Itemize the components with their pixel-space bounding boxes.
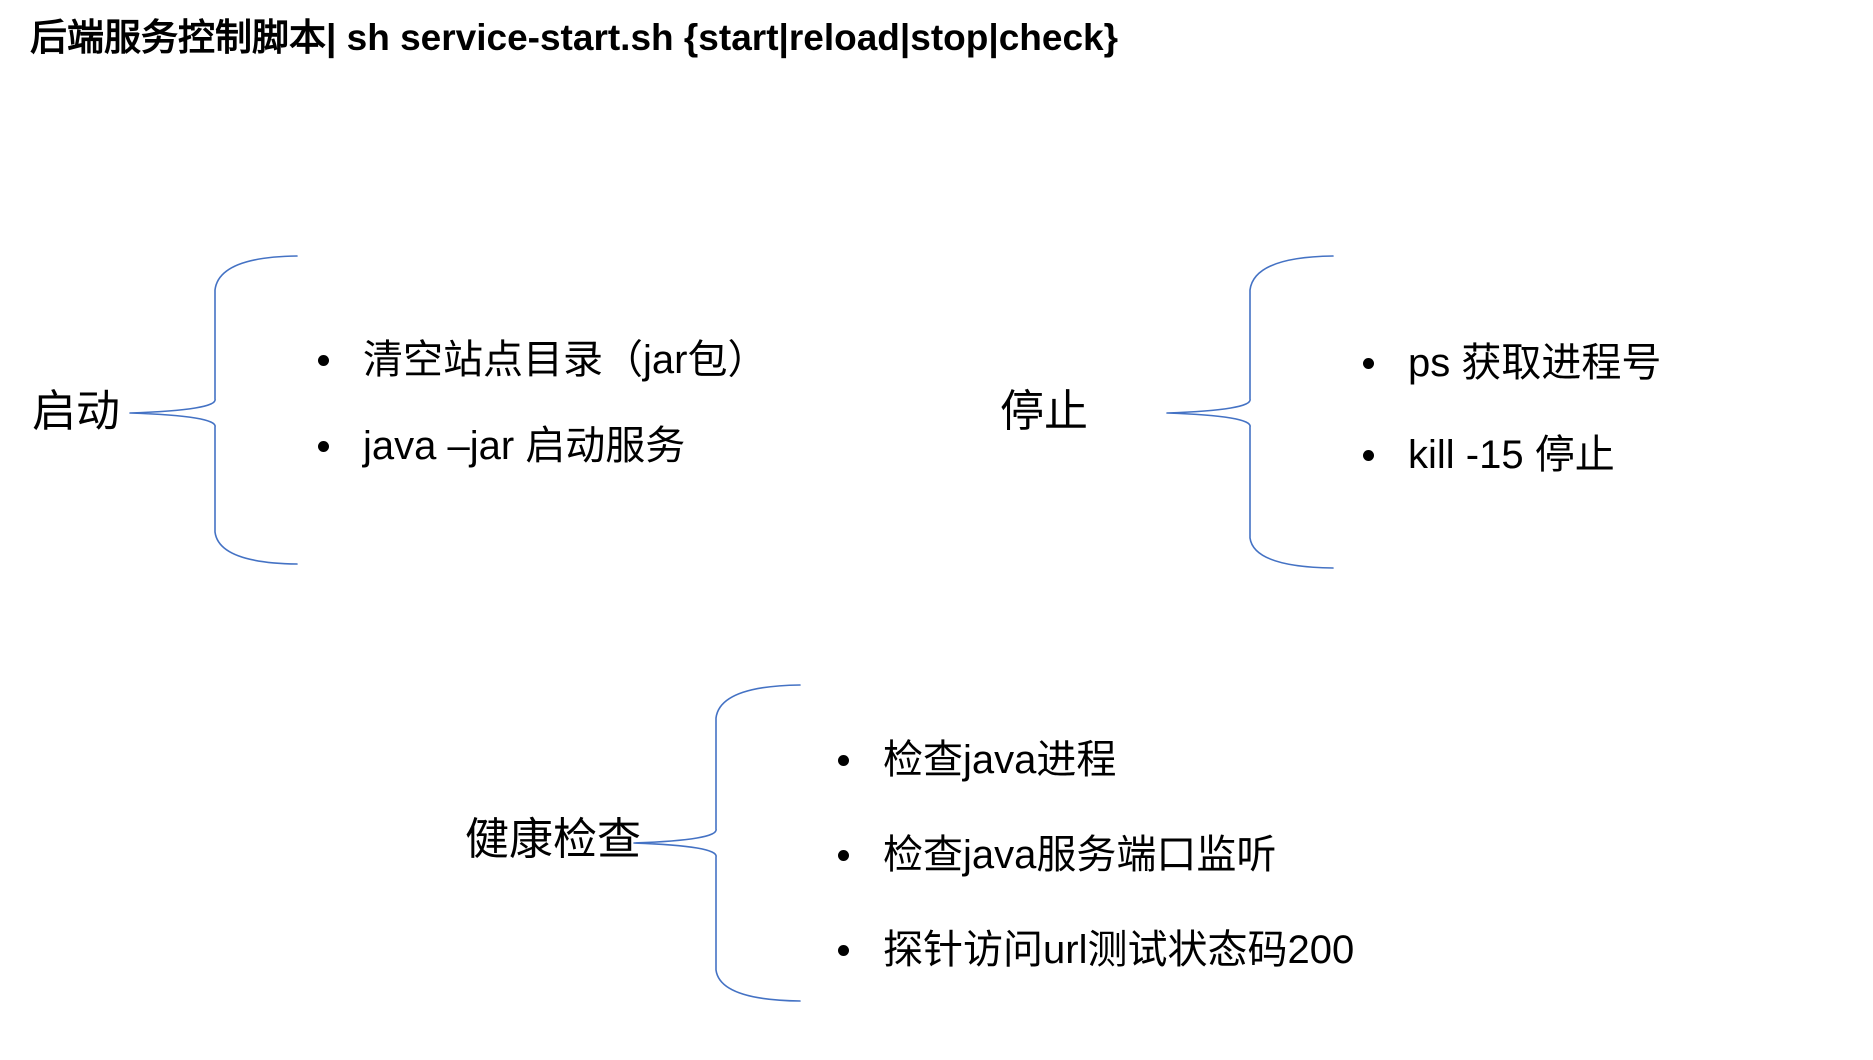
section-start-bullets: 清空站点目录（jar包） java –jar 启动服务 — [318, 335, 767, 471]
section-health-check-label: 健康检查 — [465, 815, 641, 864]
bullet-dot-icon — [1363, 357, 1374, 369]
bullet-item: ps 获取进程号 — [1363, 338, 1661, 388]
bullet-item: 探针访问url测试状态码200 — [838, 925, 1354, 975]
bullet-text: 检查java服务端口监听 — [883, 833, 1277, 877]
bullet-item: 检查java服务端口监听 — [838, 830, 1354, 880]
bullet-dot-icon — [1363, 449, 1374, 461]
bullet-text: ps 获取进程号 — [1408, 341, 1662, 385]
section-stop-bullets: ps 获取进程号 kill -15 停止 — [1363, 338, 1661, 480]
bullet-text: 检查java进程 — [883, 738, 1117, 782]
bullet-text: java –jar 启动服务 — [363, 424, 686, 468]
section-start-label: 启动 — [32, 387, 120, 436]
page-title: 后端服务控制脚本| sh service-start.sh {start|rel… — [30, 17, 1119, 58]
bullet-dot-icon — [318, 440, 329, 452]
bullet-dot-icon — [838, 944, 849, 956]
bullet-text: 清空站点目录（jar包） — [363, 338, 768, 382]
bullet-item: kill -15 停止 — [1363, 430, 1661, 480]
bullet-dot-icon — [838, 754, 849, 766]
brace-health-check-icon — [633, 684, 801, 1002]
bullet-item: java –jar 启动服务 — [318, 421, 767, 471]
bullet-item: 清空站点目录（jar包） — [318, 335, 767, 385]
bullet-item: 检查java进程 — [838, 735, 1354, 785]
bullet-text: 探针访问url测试状态码200 — [883, 928, 1355, 972]
section-health-check-bullets: 检查java进程 检查java服务端口监听 探针访问url测试状态码200 — [838, 735, 1354, 975]
bullet-dot-icon — [318, 354, 329, 366]
brace-stop-icon — [1166, 255, 1334, 569]
section-stop-label: 停止 — [1000, 387, 1088, 436]
bullet-dot-icon — [838, 849, 849, 861]
brace-start-icon — [129, 255, 298, 565]
bullet-text: kill -15 停止 — [1408, 433, 1615, 477]
